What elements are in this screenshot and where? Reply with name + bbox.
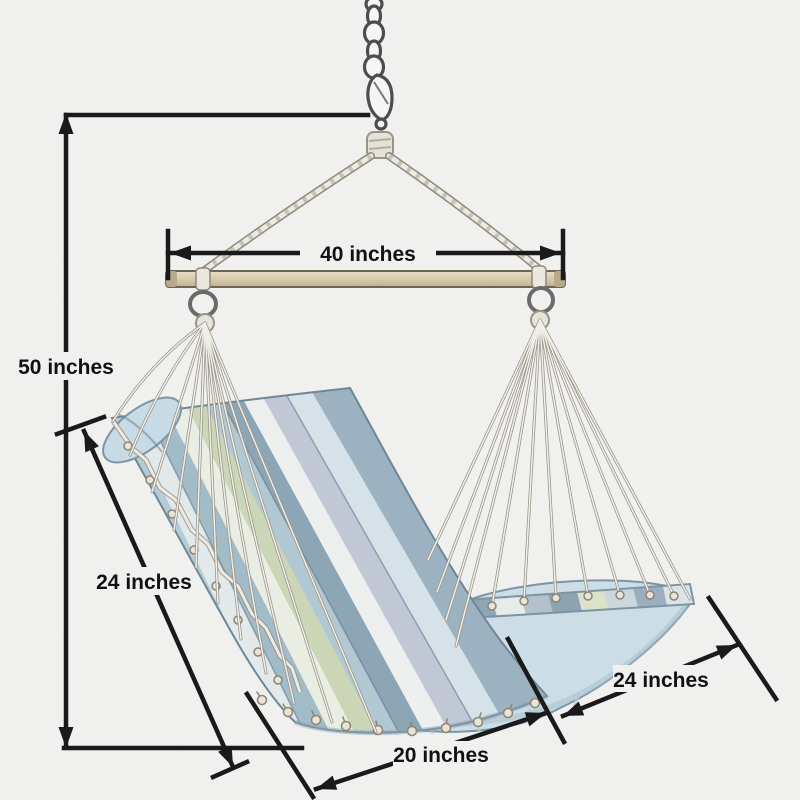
hammock-chair-diagram: 50 inches 40 inches 24 inches 20 inches … <box>0 0 800 800</box>
paper-grain-texture <box>0 0 800 800</box>
dimension-diagram: 50 inches 40 inches 24 inches 20 inches … <box>0 0 800 800</box>
